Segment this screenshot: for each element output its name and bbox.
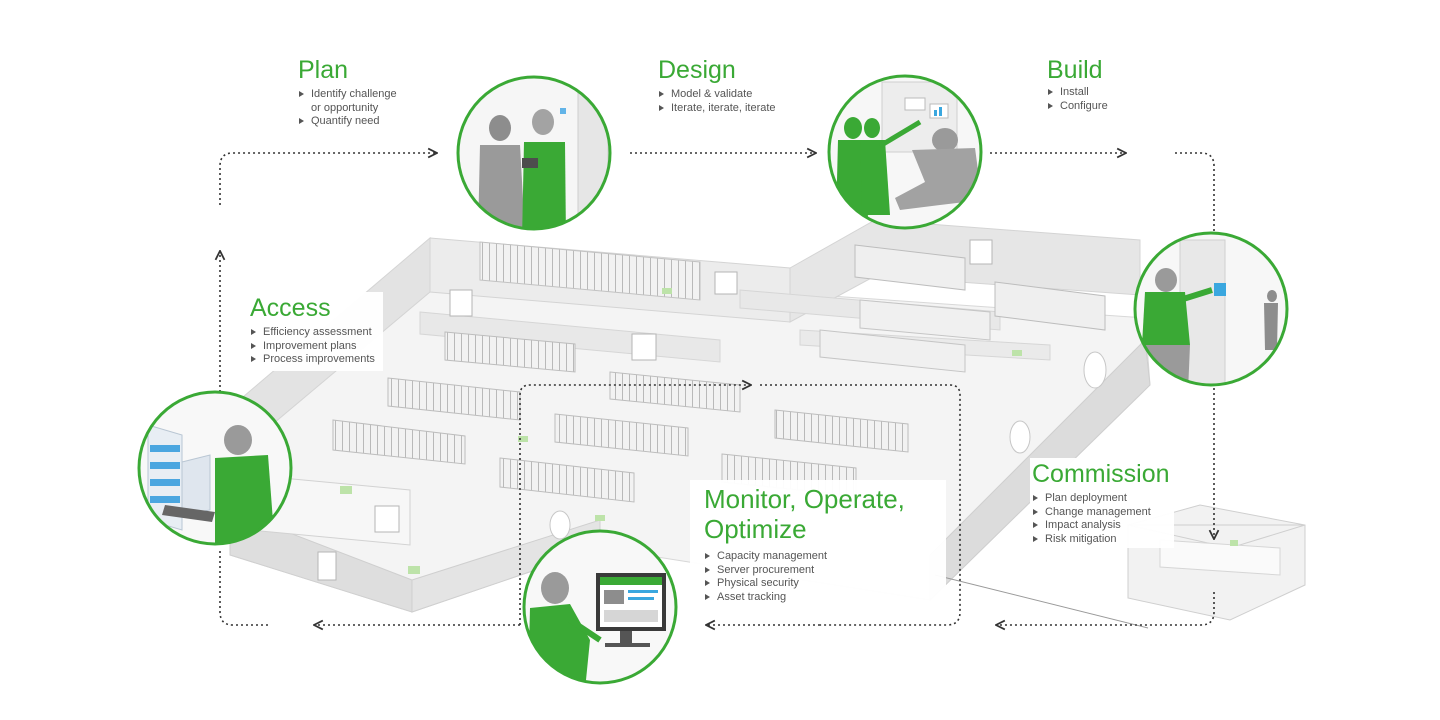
stage-title: Plan [298,56,349,84]
operator-at-monitor-icon [522,529,678,685]
stage-title: Design [658,56,736,84]
list-item: Capacity management [704,550,940,564]
stage-design: Design Model & validate Iterate, iterate… [658,56,776,115]
stage-list: Model & validate Iterate, iterate, itera… [658,88,776,115]
list-item: Server procurement [704,564,940,578]
stage-monitor: Monitor, Operate, Optimize Capacity mana… [690,480,946,612]
stage-list: Install Configure [1047,86,1108,113]
stage-access: Access Efficiency assessment Improvement… [248,292,383,371]
list-item: Process improvements [250,353,375,367]
list-item: Efficiency assessment [250,326,375,340]
list-item: Change management [1032,506,1170,520]
list-item: Plan deployment [1032,492,1170,506]
stage-list: Efficiency assessment Improvement plans … [250,326,375,367]
analyst-with-tablet-icon [137,390,293,546]
stage-title: Access [250,294,331,322]
list-item: Physical security [704,577,940,591]
stage-commission: Commission Plan deployment Change manage… [1030,458,1174,548]
stage-title-line2: Optimize [704,514,807,544]
list-item: Asset tracking [704,591,940,605]
list-item: Quantify need [298,115,397,129]
stage-title-line1: Monitor, Operate, [704,484,905,514]
stage-title: Build [1047,56,1103,84]
list-item: Install [1047,86,1108,100]
list-item: Risk mitigation [1032,533,1170,547]
stage-plan: Plan Identify challenge or opportunity Q… [298,56,397,129]
stage-list: Plan deployment Change management Impact… [1032,492,1170,546]
stage-build: Build Install Configure [1047,56,1108,113]
list-item: Configure [1047,100,1108,114]
people-consulting-icon [456,75,612,231]
list-item: or opportunity [311,101,379,114]
list-item: Iterate, iterate, iterate [658,102,776,116]
team-reviewing-design-icon [827,74,983,230]
flow-arrows [220,153,1214,625]
list-item: Impact analysis [1032,519,1170,533]
stage-title: Commission [1032,460,1170,488]
list-item: Identify challenge [298,88,397,102]
technician-installing-icon [1133,231,1289,387]
stage-list: Capacity management Server procurement P… [704,550,940,604]
list-item: Model & validate [658,88,776,102]
stage-list: Identify challenge or opportunity Quanti… [298,88,397,129]
list-item: Improvement plans [250,340,375,354]
